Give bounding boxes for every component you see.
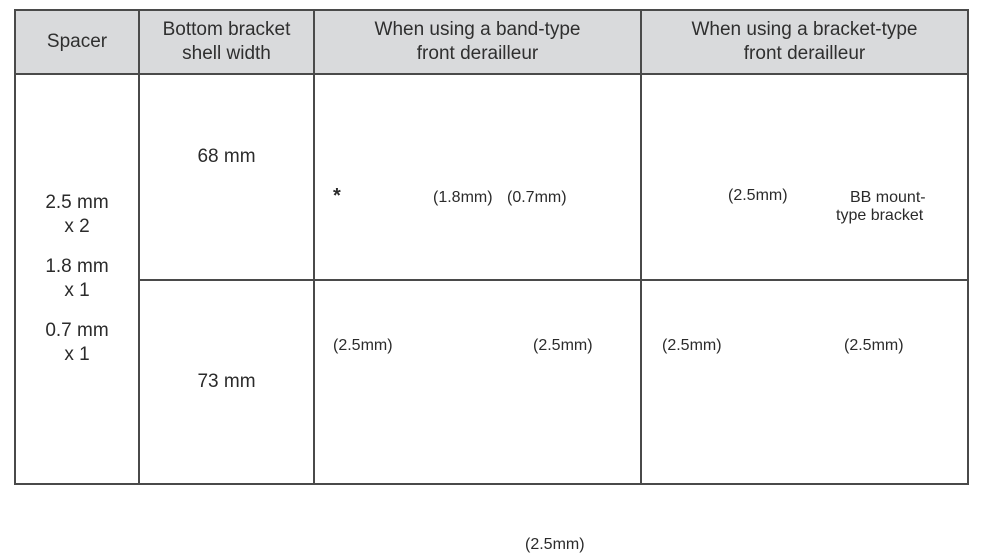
label-1.8mm: (1.8mm)	[433, 189, 493, 206]
label-bb-mount-bracket-1: BB mount-	[850, 189, 926, 206]
label-2.5mm-right: (2.5mm)	[525, 536, 585, 553]
shell-width-73: 73 mm	[138, 279, 315, 485]
label-2.5mm-left: (2.5mm)	[333, 337, 393, 354]
shell-width-68: 68 mm	[138, 73, 315, 281]
label-2.5mm-right: (2.5mm)	[533, 337, 593, 354]
diagram-band-68: * (1.8mm) (0.7mm) (2.5mm) (2.5mm)	[313, 73, 642, 354]
note-asterisk: *	[333, 185, 341, 207]
diagram-bracket-68: (2.5mm) BB mount-type bracket (2.5mm) (2.5m…	[640, 73, 969, 354]
label-2.5mm-left: (2.5mm)	[662, 337, 722, 354]
header-spacer: Spacer	[14, 9, 140, 75]
label-2.5mm-right: (2.5mm)	[844, 337, 904, 354]
label-2.5mm-top: (2.5mm)	[728, 187, 788, 204]
diagram-bracket-73	[640, 279, 969, 485]
diagram-band-73: (2.5mm)	[313, 279, 642, 553]
table-row-73mm: 73 mm (2.5mm)	[15, 279, 969, 553]
label-0.7mm: (0.7mm)	[507, 189, 567, 206]
label-bb-mount-bracket-2: type bracket	[836, 207, 924, 224]
